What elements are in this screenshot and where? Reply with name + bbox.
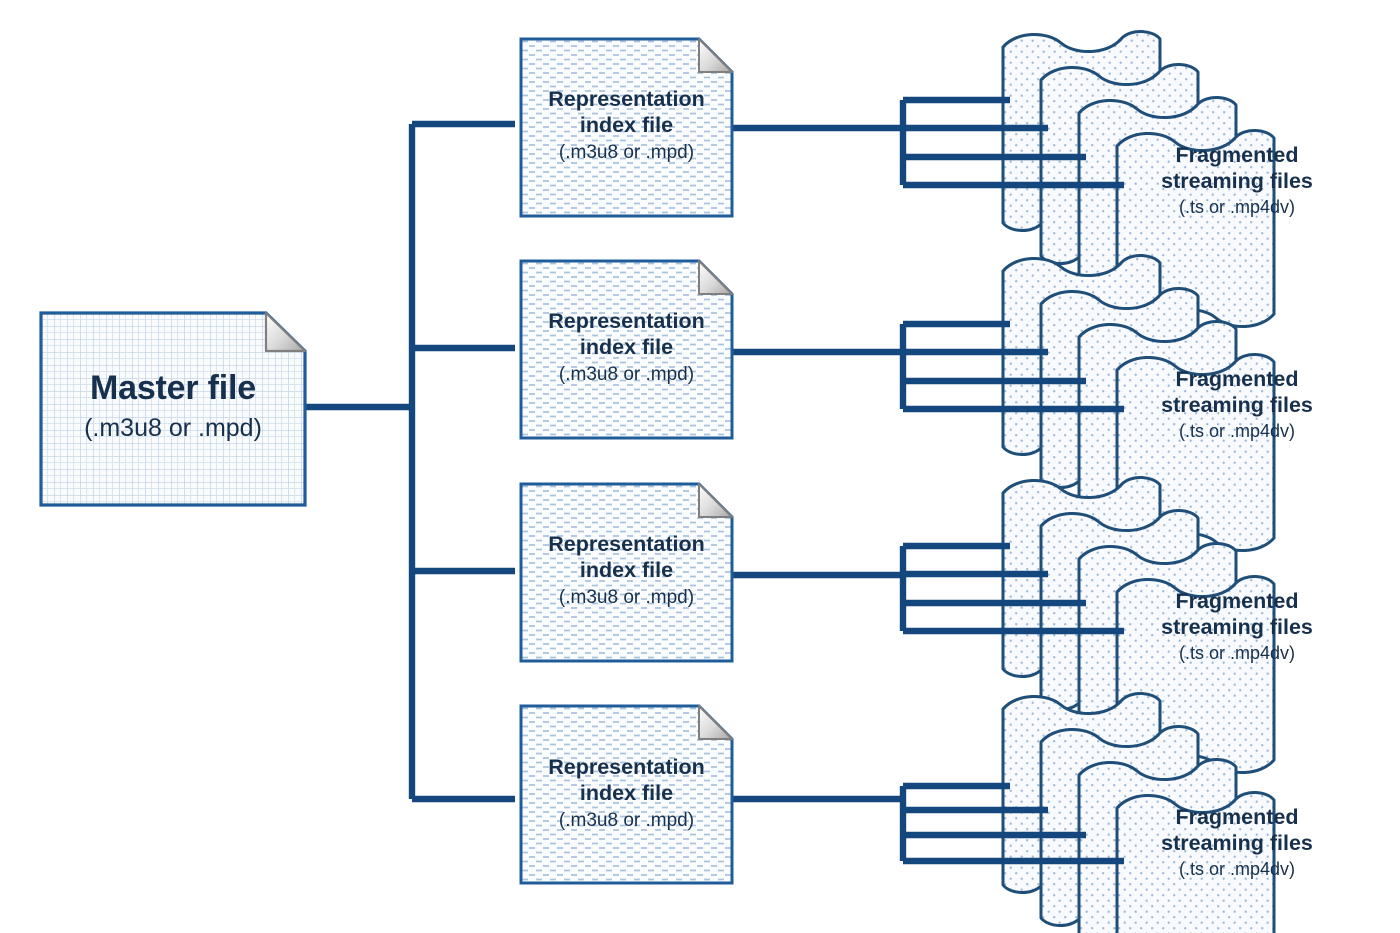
representation-index-file-node-1[interactable] xyxy=(519,37,734,218)
master-file-node[interactable] xyxy=(39,311,307,507)
representation-index-file-node-4[interactable] xyxy=(519,704,734,885)
representation-index-file-node-2[interactable] xyxy=(519,259,734,440)
connector-rep-fanout-4 xyxy=(732,782,1125,865)
connector-rep-fanout-3 xyxy=(732,542,1125,635)
representation-index-file-node-3[interactable] xyxy=(519,482,734,663)
connector-master-fanout xyxy=(305,120,516,803)
connector-rep-fanout-1 xyxy=(732,96,1125,189)
connector-rep-fanout-2 xyxy=(732,320,1125,413)
